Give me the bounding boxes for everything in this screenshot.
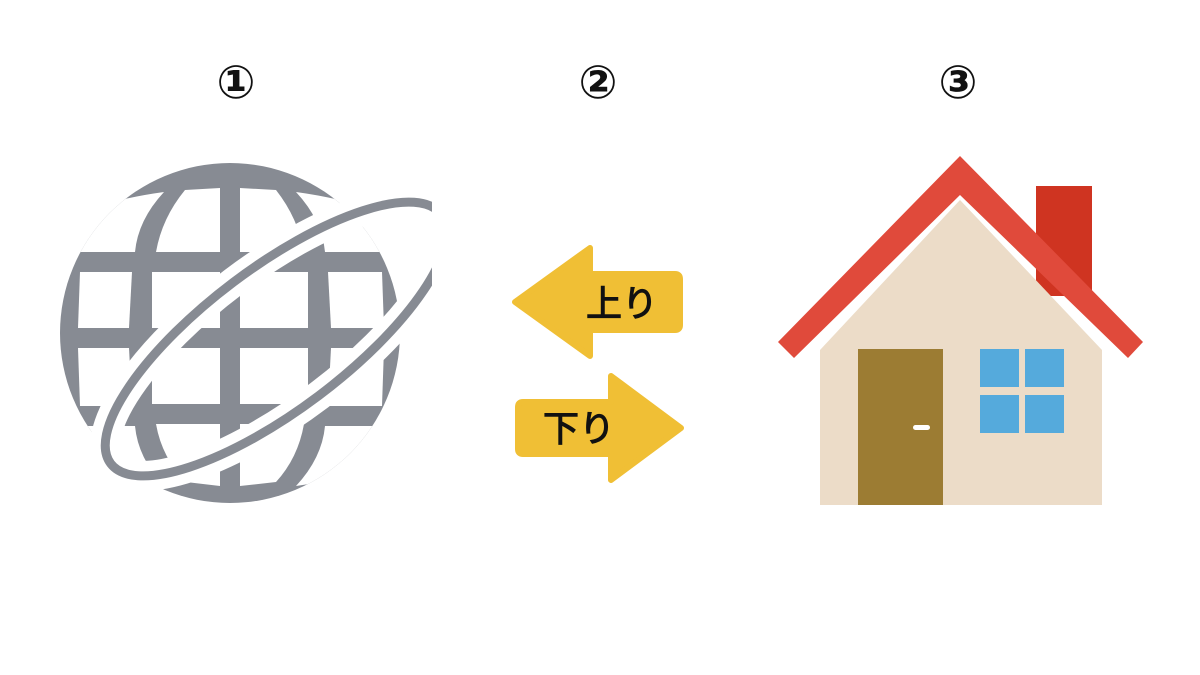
- download-label: 下り: [543, 409, 615, 450]
- door-handle: [913, 425, 930, 430]
- upload-arrow-icon: 上り: [512, 245, 683, 359]
- roof: [778, 156, 1143, 358]
- arrows-svg: 上り 下り: [512, 245, 684, 483]
- step-number-1: ①: [216, 55, 256, 109]
- upload-label: 上り: [586, 284, 658, 325]
- globe-icon: [40, 140, 462, 532]
- transfer-arrows-icon: 上り 下り: [505, 240, 695, 490]
- globe-svg: [60, 163, 462, 503]
- house-icon: [770, 150, 1150, 510]
- step-number-2: ②: [578, 55, 618, 109]
- window: [980, 349, 1064, 433]
- door: [858, 349, 943, 505]
- download-arrow-icon: 下り: [515, 373, 684, 483]
- house-svg: [778, 156, 1143, 505]
- step-number-3: ③: [938, 55, 978, 109]
